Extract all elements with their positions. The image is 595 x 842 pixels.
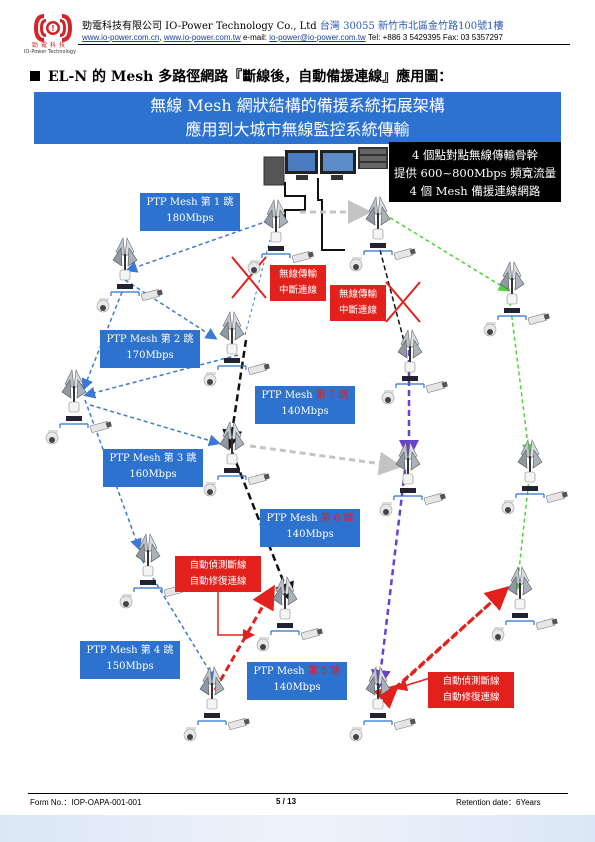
recovery-2-line-1: 自動偵測斷線: [442, 676, 500, 687]
purple-mesh-links: [370, 350, 419, 690]
hop-label-4: PTP Mesh 第 4 跳 150Mbps: [80, 641, 180, 679]
footer-divider: [28, 793, 568, 794]
hop-3-speed: 160Mbps: [129, 469, 177, 480]
hop-label-2: PTP Mesh 第 2 跳 170Mbps: [100, 330, 200, 368]
company-line: 勁電科技有限公司 IO-Power Technology Co., Ltd 台灣…: [82, 17, 504, 32]
section-title: EL-N 的 Mesh 多路徑網路『斷線後，自動備援連線』應用圖：: [30, 66, 452, 86]
hop-1-title: PTP Mesh 第 1 跳: [146, 197, 234, 208]
hop-7-speed: 140Mbps: [281, 406, 329, 417]
hop-4-speed: 150Mbps: [106, 661, 154, 672]
page-header: ! 勁電科技 IO-Power Technology 勁電科技有限公司 IO-P…: [0, 0, 595, 62]
recovery-label-1: 自動偵測斷線 自動修復連線: [175, 556, 261, 592]
hop-label-6: PTP Mesh 第 6 跳 140Mbps: [260, 509, 360, 547]
footer-retention: Retention date：6Years: [456, 798, 541, 807]
phone-fax: Tel: +886 3 5429395 Fax: 03 5357297: [367, 33, 503, 42]
hop-5-title: PTP Mesh 第 5 跳: [247, 664, 347, 680]
header-divider: [78, 44, 570, 45]
banner-line-2: 應用到大城市無線監控系統傳輸: [185, 120, 410, 139]
info-line-3: 4 個 Mesh 備援連線網路: [409, 184, 541, 198]
hop-1-speed: 180Mbps: [166, 213, 214, 224]
info-line-2: 提供 600~800Mbps 頻寬流量: [393, 166, 557, 180]
hop-7-title: PTP Mesh 第 7 跳: [255, 388, 355, 404]
hop-3-title: PTP Mesh 第 3 跳: [109, 453, 197, 464]
green-mesh-links: [383, 213, 534, 591]
recovery-1-line-1: 自動偵測斷線: [189, 560, 247, 571]
logo-subtext: 勁電科技 IO-Power Technology: [24, 40, 76, 55]
gray-mesh-links: [249, 200, 403, 476]
hop-label-3: PTP Mesh 第 3 跳 160Mbps: [103, 449, 203, 487]
wired-link-b: [317, 178, 345, 251]
svg-text:!: !: [51, 24, 55, 33]
logo-text: 勁電科技: [32, 42, 69, 49]
recovery-2-line-2: 自動修復連線: [442, 692, 500, 703]
recovery-1-line-2: 自動修復連線: [189, 576, 247, 587]
hop-5-num: 第 5 跳: [307, 666, 341, 677]
monitoring-station: [263, 147, 388, 186]
recovery-pointer-2: [395, 677, 431, 692]
contact-line: www.io-power.com.cn, www.io-power.com.tw…: [82, 33, 503, 42]
hop-6-num: 第 6 跳: [320, 513, 354, 524]
hop-7-num: 第 7 跳: [315, 390, 349, 401]
bullet-square-icon: [30, 71, 40, 81]
break-x-marks: [231, 256, 421, 323]
footer-form-no: Form No.：IOP-OAPA-001-001: [30, 798, 142, 807]
company-name: 勁電科技有限公司 IO-Power Technology Co., Ltd: [82, 21, 317, 32]
banner-line-1: 無線 Mesh 網狀結構的備援系統拓展架構: [150, 96, 445, 115]
logo-english: IO-Power Technology: [24, 49, 77, 55]
break-2-line-2: 中斷連線: [338, 305, 377, 316]
hop-6-title: PTP Mesh 第 6 跳: [260, 511, 360, 527]
hop-2-title: PTP Mesh 第 2 跳: [106, 334, 194, 345]
break-1-line-2: 中斷連線: [278, 285, 317, 296]
topology-banner: 無線 Mesh 網狀結構的備援系統拓展架構 應用到大城市無線監控系統傳輸: [34, 92, 561, 144]
company-address: 台灣 30055 新竹市北區金竹路100號1樓: [319, 21, 504, 32]
footer-band: [0, 815, 595, 842]
email-label: e-mail:: [242, 33, 267, 42]
break-label-1: 無線傳輸 中斷連線: [270, 265, 326, 301]
hop-label-7: PTP Mesh 第 7 跳 140Mbps: [255, 386, 355, 424]
wired-link-a: [284, 182, 306, 222]
hop-label-5: PTP Mesh 第 5 跳 140Mbps: [247, 662, 347, 700]
break-label-2: 無線傳輸 中斷連線: [330, 285, 386, 321]
broken-link-right: [379, 249, 406, 346]
hop-label-1: PTP Mesh 第 1 跳 180Mbps: [140, 193, 240, 231]
backbone-info-box: 4 個點對點無線傳輸骨幹 提供 600~800Mbps 頻寬流量 4 個 Mes…: [389, 142, 561, 202]
break-2-line-1: 無線傳輸: [338, 289, 377, 300]
recovery-label-2: 自動偵測斷線 自動修復連線: [428, 672, 514, 708]
website-tw-link[interactable]: www.io-power.com.tw: [163, 33, 241, 42]
email-link[interactable]: io-power@io-power.com.tw: [269, 33, 366, 42]
hop-6-prefix: PTP Mesh: [266, 513, 321, 524]
company-logo: !: [34, 14, 72, 42]
hop-6-speed: 140Mbps: [286, 529, 334, 540]
website-cn-link[interactable]: www.io-power.com.cn: [82, 33, 160, 42]
break-1-line-1: 無線傳輸: [278, 269, 317, 280]
recovery-pointer: [217, 590, 255, 641]
hop-4-title: PTP Mesh 第 4 跳: [86, 645, 174, 656]
footer-page-number: 5 / 13: [276, 797, 297, 806]
hop-2-speed: 170Mbps: [126, 350, 174, 361]
hop-5-prefix: PTP Mesh: [253, 666, 308, 677]
hop-7-prefix: PTP Mesh: [261, 390, 316, 401]
section-title-text: EL-N 的 Mesh 多路徑網路『斷線後，自動備援連線』應用圖：: [48, 69, 453, 85]
info-line-1: 4 個點對點無線傳輸骨幹: [412, 148, 538, 162]
hop-5-speed: 140Mbps: [273, 682, 321, 693]
